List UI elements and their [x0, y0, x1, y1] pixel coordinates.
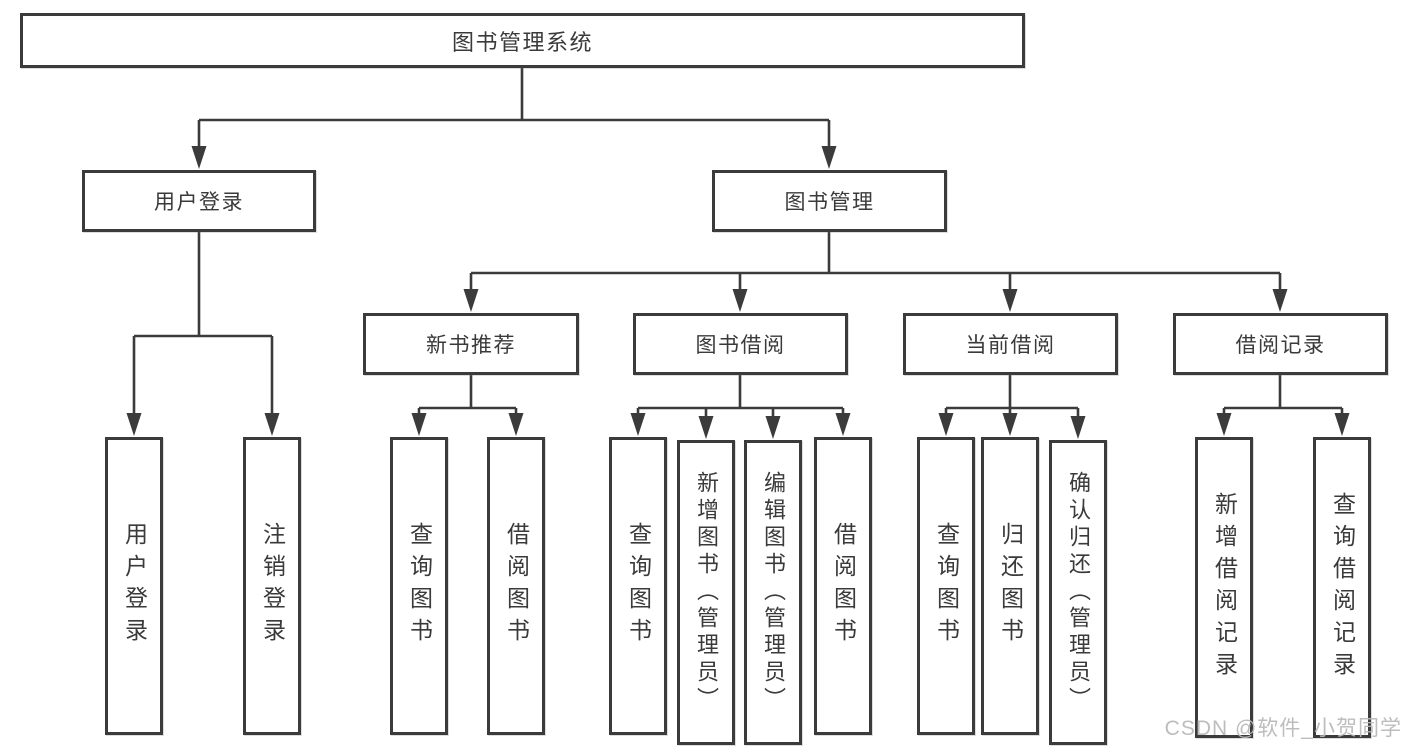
node-current-borrow-label: 当前借阅	[965, 334, 1056, 357]
leaf-label: 查询图书	[933, 522, 960, 650]
leaf-label: 归还图书	[997, 522, 1024, 650]
arrow-icon	[1216, 413, 1232, 436]
arrow-icon	[264, 413, 280, 436]
edge-currentborrow-children	[944, 375, 1080, 417]
arrow-icon	[821, 146, 837, 169]
node-new-book-rec-label: 新书推荐	[426, 334, 516, 357]
edge-borrowrecord-children	[1222, 375, 1344, 414]
leaf-label: 注销登录	[259, 522, 286, 650]
leaf-label: 编辑图书（管理员）	[761, 471, 786, 714]
leaf-query-books-3: 查询图书	[917, 437, 975, 735]
leaf-label: 借阅图书	[830, 522, 857, 650]
leaf-confirm-return-admin: 确认归还（管理员）	[1049, 440, 1107, 745]
edge-newbookrec-children	[417, 375, 518, 414]
node-borrow-record-label: 借阅记录	[1235, 334, 1326, 357]
leaf-label: 查询图书	[625, 522, 652, 650]
arrow-icon	[698, 416, 714, 439]
leaf-label: 用户登录	[121, 522, 148, 650]
leaf-label: 借阅图书	[503, 522, 530, 650]
node-user-login-label: 用户登录	[154, 191, 244, 214]
node-current-borrow: 当前借阅	[903, 313, 1118, 375]
arrow-icon	[732, 289, 748, 312]
edge-bookmgmt-children	[469, 232, 1282, 290]
leaf-label: 新增借阅记录	[1211, 491, 1238, 684]
node-root-label: 图书管理系统	[451, 29, 593, 55]
arrow-icon	[411, 413, 427, 436]
leaf-label: 新增图书（管理员）	[694, 471, 719, 714]
leaf-borrow-books-2: 借阅图书	[814, 437, 872, 735]
leaf-edit-books-admin: 编辑图书（管理员）	[744, 440, 802, 745]
leaf-add-borrow-record: 新增借阅记录	[1195, 437, 1253, 738]
edge-userlogin-children	[132, 232, 274, 414]
node-book-mgmt-label: 图书管理	[784, 191, 875, 214]
watermark: CSDN @软件_小贺同学	[1164, 717, 1402, 740]
node-root: 图书管理系统	[20, 13, 1025, 68]
leaf-label: 查询借阅记录	[1329, 491, 1356, 684]
edge-root-to-level2	[197, 68, 831, 146]
leaf-query-books-2: 查询图书	[609, 437, 667, 735]
arrow-icon	[1002, 289, 1018, 312]
arrow-icon	[1334, 413, 1350, 436]
leaf-borrow-books-1: 借阅图书	[487, 437, 545, 735]
leaf-query-borrow-record: 查询借阅记录	[1313, 437, 1371, 738]
node-borrow-record: 借阅记录	[1173, 313, 1388, 375]
arrow-icon	[191, 146, 207, 169]
arrow-icon	[126, 413, 142, 436]
arrow-icon	[1070, 416, 1086, 439]
node-book-mgmt: 图书管理	[712, 170, 947, 232]
arrowheads	[126, 146, 1350, 439]
leaf-user-login: 用户登录	[105, 437, 163, 735]
arrow-icon	[508, 413, 524, 436]
leaf-add-books-admin: 新增图书（管理员）	[677, 440, 735, 745]
edge-bookborrow-children	[636, 375, 845, 417]
node-book-borrow: 图书借阅	[633, 313, 848, 375]
arrow-icon	[938, 413, 954, 436]
arrow-icon	[630, 413, 646, 436]
leaf-query-books-1: 查询图书	[390, 437, 448, 735]
arrow-icon	[1002, 413, 1018, 436]
node-new-book-rec: 新书推荐	[363, 313, 579, 375]
leaf-logout: 注销登录	[243, 437, 301, 735]
arrow-icon	[1272, 289, 1288, 312]
arrow-icon	[765, 416, 781, 439]
tree-edges	[132, 68, 1344, 417]
node-user-login: 用户登录	[82, 170, 316, 232]
arrow-icon	[463, 289, 479, 312]
arrow-icon	[835, 413, 851, 436]
leaf-label: 确认归还（管理员）	[1066, 471, 1091, 714]
leaf-label: 查询图书	[406, 522, 433, 650]
node-book-borrow-label: 图书借阅	[695, 334, 786, 357]
leaf-return-books: 归还图书	[981, 437, 1039, 735]
